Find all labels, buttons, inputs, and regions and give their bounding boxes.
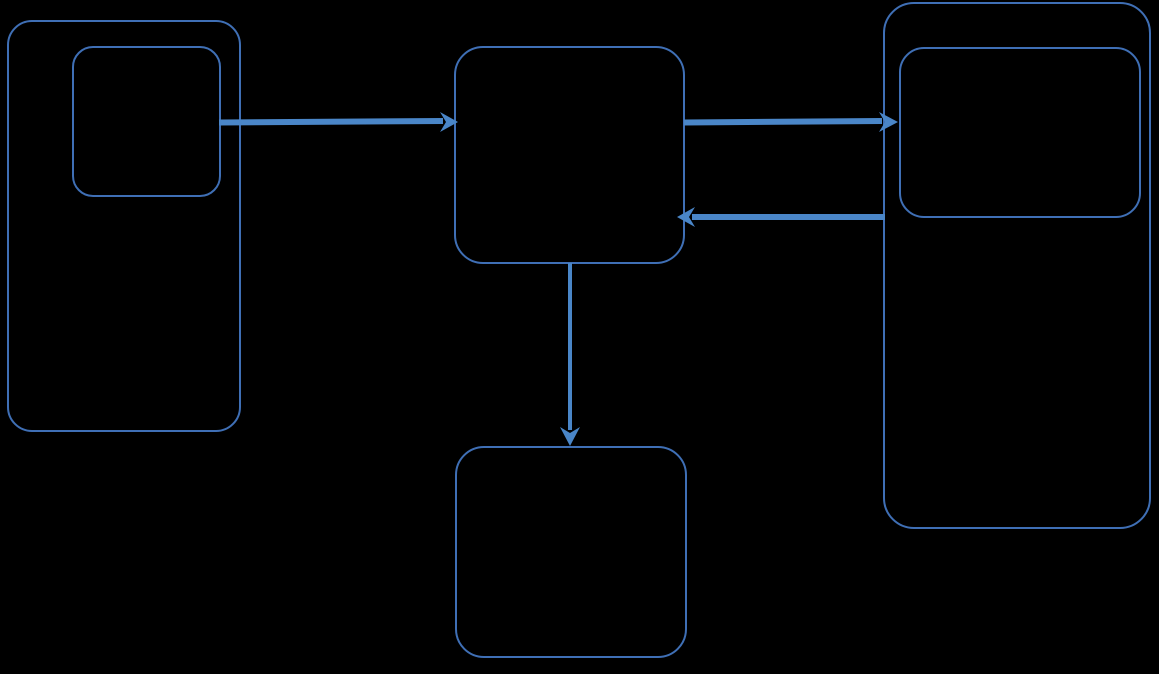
bottom-box[interactable]	[455, 446, 687, 658]
arrow-center-to-bottom[interactable]	[560, 263, 580, 446]
right-outer-container[interactable]	[883, 2, 1151, 529]
left-outer-container[interactable]	[7, 20, 241, 432]
left-inner-box[interactable]	[72, 46, 221, 197]
arrow-left-to-center[interactable]	[218, 112, 458, 132]
center-box[interactable]	[454, 46, 685, 264]
arrow-center-to-right[interactable]	[683, 112, 898, 132]
arrow-right-to-center[interactable]	[677, 207, 885, 227]
right-inner-box[interactable]	[899, 47, 1141, 218]
